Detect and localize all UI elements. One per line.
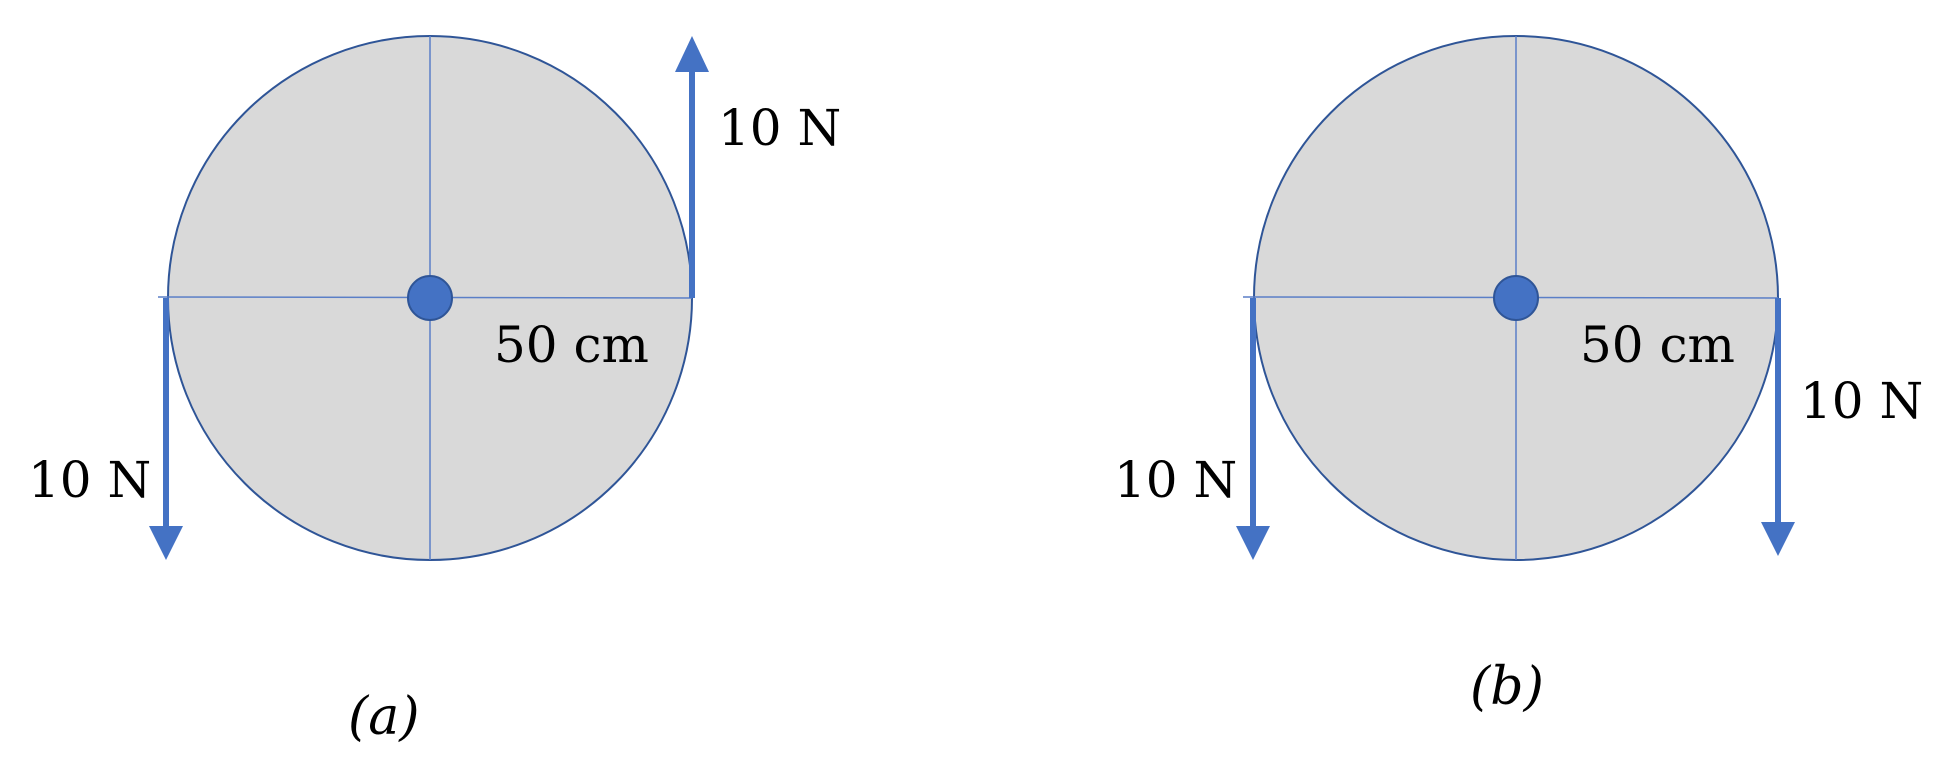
caption-a: (a) [348,687,420,747]
caption-b: (b) [1470,657,1544,717]
radius-label-a: 50 cm [494,316,649,374]
force-arrow-right-up-a [675,36,709,298]
force-label-left-a: 10 N [28,451,151,509]
force-arrow-left-down-a [149,298,183,560]
figure-b: 10 N 10 N 50 cm (b) [1114,35,1923,717]
radius-label-b: 50 cm [1580,316,1735,374]
axle-b [1493,275,1539,321]
force-arrow-left-down-b [1236,298,1270,560]
force-arrow-right-down-b [1761,298,1795,556]
force-label-right-a: 10 N [718,99,841,157]
axle-a [407,275,453,321]
figure-a: 10 N 10 N 50 cm (a) [28,35,841,747]
force-label-left-b: 10 N [1114,451,1237,509]
force-label-right-b: 10 N [1800,372,1923,430]
